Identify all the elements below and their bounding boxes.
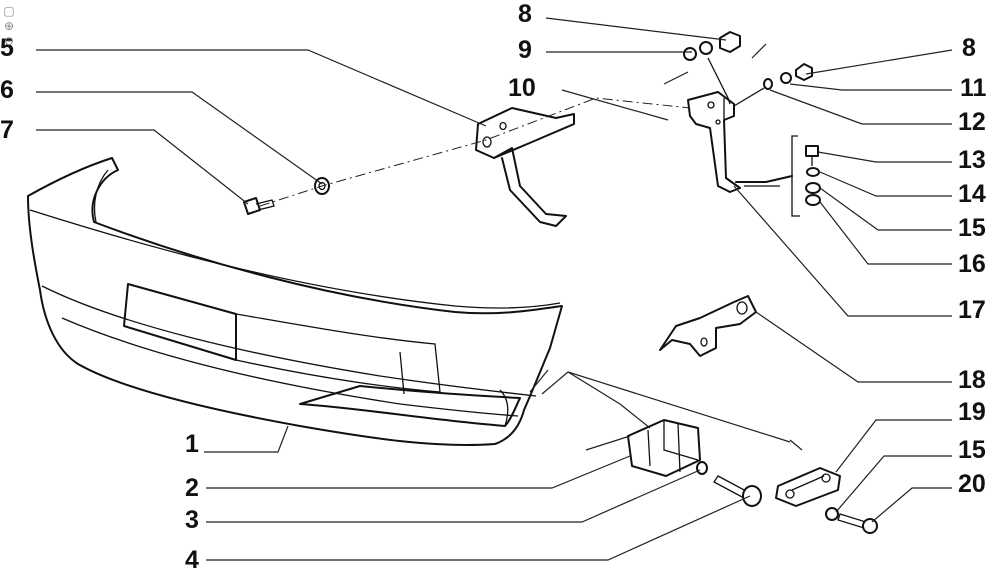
callout-10: 10: [508, 74, 536, 102]
callout-11: 11: [960, 74, 987, 102]
callout-6: 6: [0, 76, 14, 104]
callout-20: 20: [958, 470, 986, 498]
left-bracket-part: [475, 107, 575, 227]
callout-19: 19: [958, 398, 986, 426]
fit-page-icon[interactable]: ▢: [3, 4, 15, 18]
upper-right-hardware: [733, 63, 813, 107]
slide-plate-19: [775, 467, 841, 507]
upper-middle-hardware: [683, 31, 741, 105]
assembly-lines: [259, 43, 803, 451]
callout-18: 18: [958, 366, 986, 394]
mount-bracket-18: [659, 295, 757, 357]
hardware-stack: [791, 135, 821, 217]
right-bracket-part: [687, 91, 793, 193]
callout-8-right: 8: [962, 34, 976, 62]
callout-12: 12: [958, 108, 986, 136]
screw-4: [713, 475, 762, 507]
callout-5: 5: [0, 34, 14, 62]
callout-7: 7: [0, 116, 14, 144]
washer-screw-right: [825, 507, 878, 534]
guide-clip-2: [627, 419, 708, 477]
bumper-part: [27, 157, 563, 447]
zoom-in-icon[interactable]: ⊕: [3, 19, 15, 33]
callout-14: 14: [958, 180, 986, 208]
callout-17: 17: [958, 296, 986, 324]
callout-1: 1: [185, 430, 199, 458]
callout-8-top: 8: [518, 0, 532, 28]
callout-15-bottom: 15: [958, 436, 986, 464]
screw-washer-left: [243, 177, 330, 215]
callout-15-top: 15: [958, 214, 986, 242]
callout-4: 4: [185, 546, 199, 570]
callout-3: 3: [185, 506, 199, 534]
callout-16: 16: [958, 250, 986, 278]
callout-2: 2: [185, 474, 199, 502]
callout-13: 13: [958, 146, 986, 174]
callout-9: 9: [518, 36, 532, 64]
callout-leaders: [36, 17, 953, 561]
zoom-out-icon[interactable]: ⊖: [3, 34, 15, 48]
